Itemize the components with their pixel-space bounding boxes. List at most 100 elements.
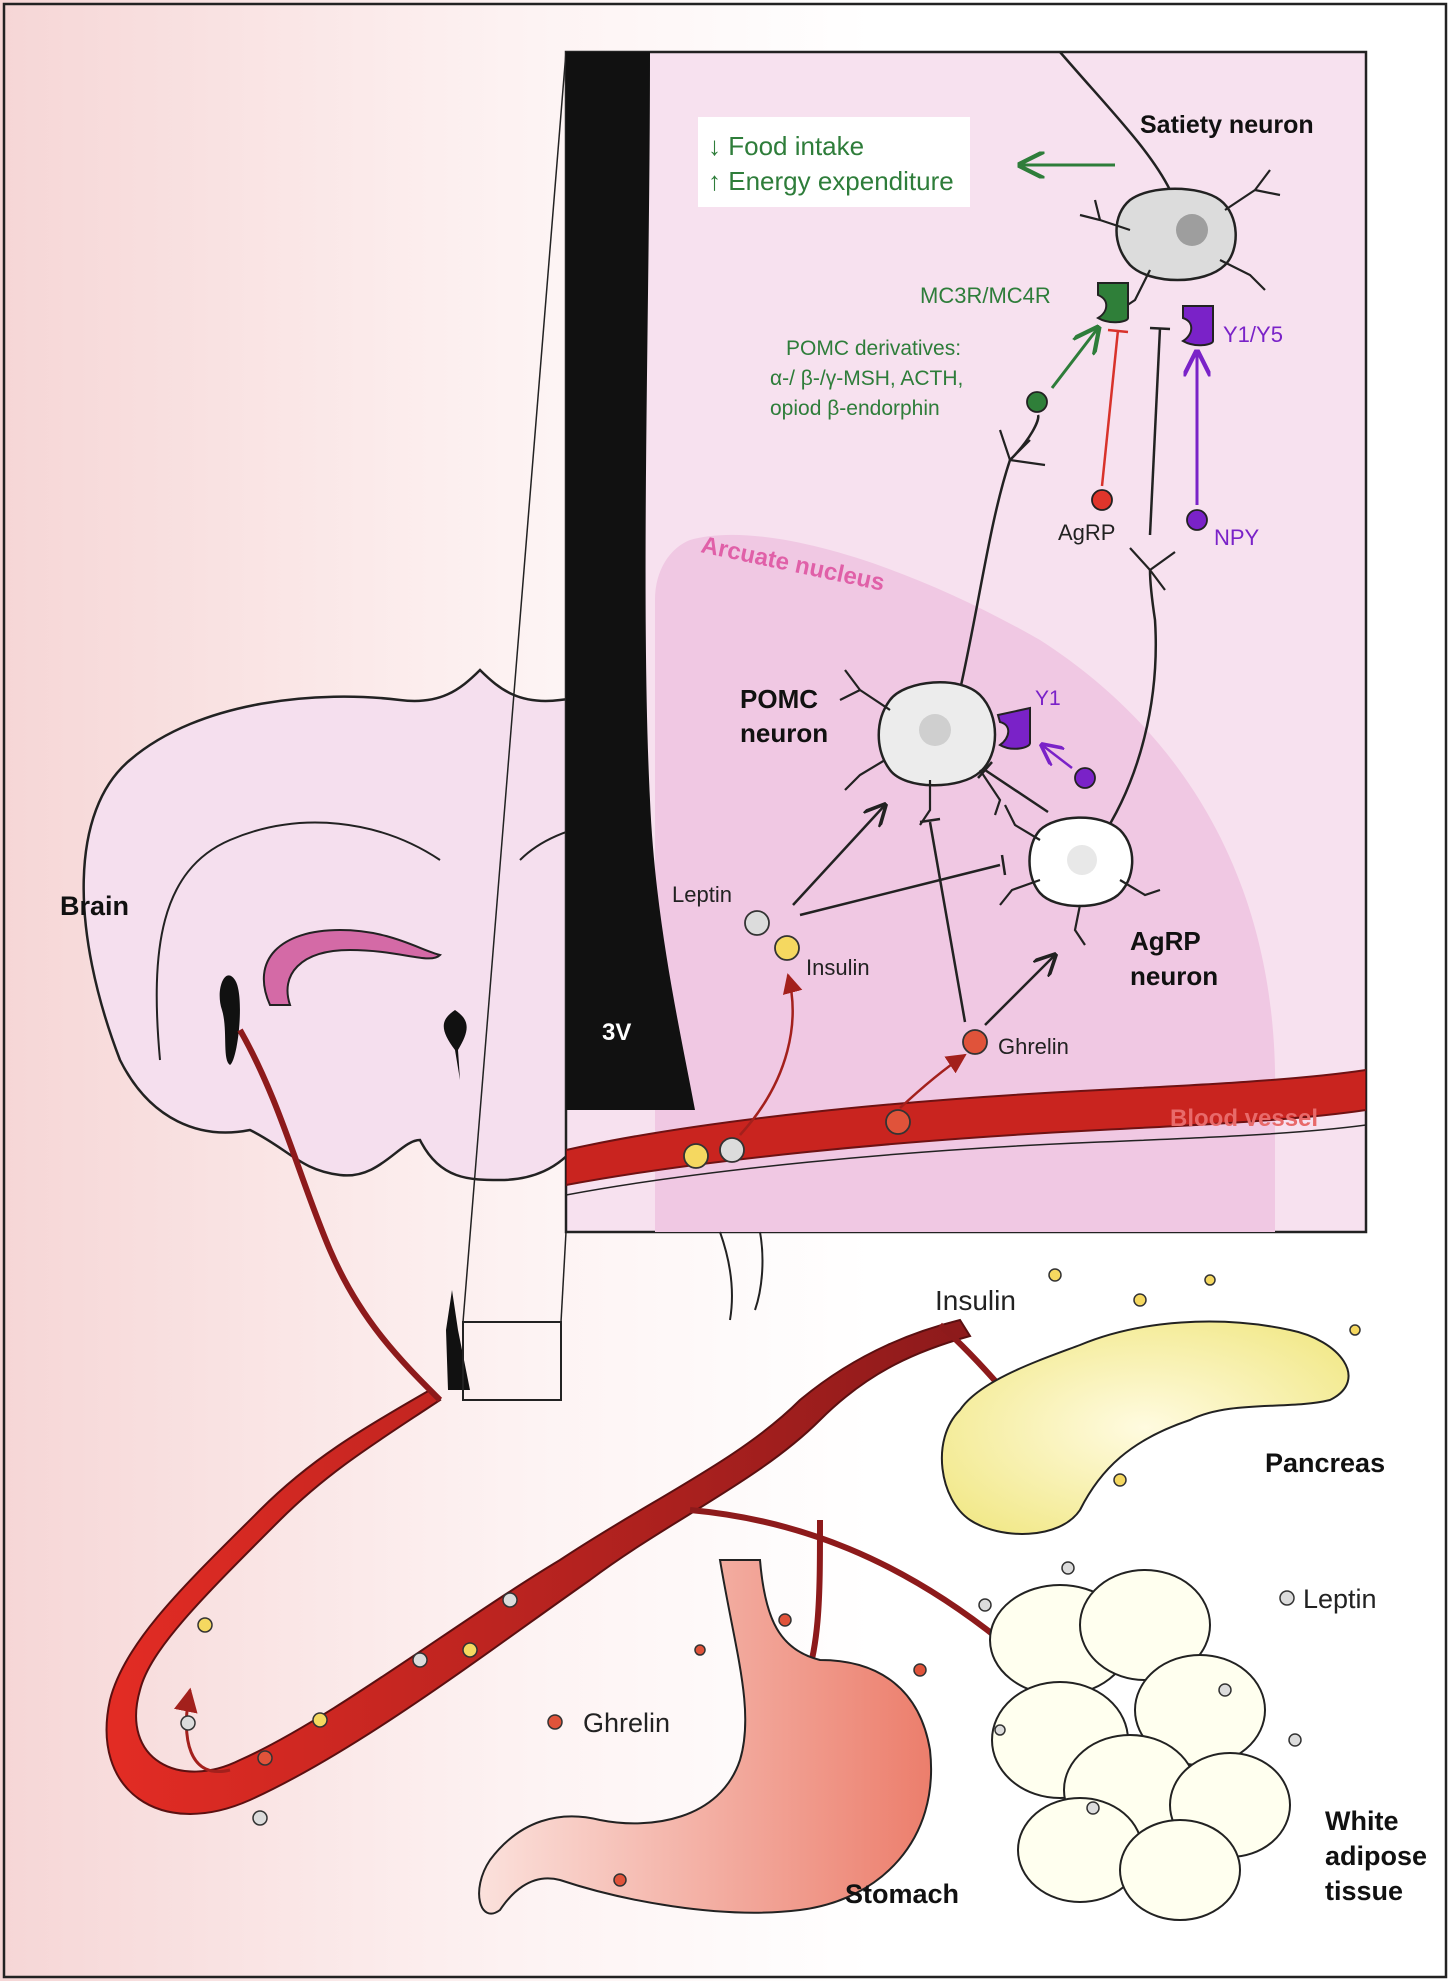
ghrelin-inhibits-pomc-line: [928, 821, 967, 1023]
brain-vessel-branch: [237, 1028, 443, 1403]
pomc-neuron: POMC neuron: [740, 414, 1046, 826]
third-ventricle: [566, 52, 695, 1110]
insulin-dot: [683, 1143, 709, 1169]
satiety-neuron-body: [1115, 187, 1237, 282]
white-adipose-label-2: adipose: [1325, 1841, 1427, 1871]
pomc-neuron-dendrites: [839, 669, 1002, 826]
effect-energy-expenditure: ↑ Energy expenditure: [708, 166, 954, 196]
pomc-neuron-nucleus: [919, 714, 951, 746]
leptin-dot: [719, 1137, 745, 1163]
blood-vessel-wall: [566, 1124, 1366, 1196]
leptin-dot: [412, 1652, 428, 1668]
pomc-neuron-label-1: POMC: [740, 684, 818, 714]
satiety-neuron-nucleus: [1176, 214, 1208, 246]
insulin-dot: [1048, 1268, 1062, 1282]
leptin-inset-label: Leptin: [672, 882, 732, 907]
agrp-axon-terminal: [1129, 547, 1176, 591]
insulin-dot: [1204, 1274, 1216, 1286]
agrp-neuron-axon: [1098, 569, 1157, 841]
satiety-neuron-dendrites: [1079, 169, 1281, 311]
ghrelin-dot: [694, 1644, 706, 1656]
leptin-to-pomc-arrow: [792, 805, 885, 906]
agrp-inhibit-bar: [1107, 328, 1129, 334]
third-ventricle-brain: [443, 1010, 467, 1080]
ghrelin-dot: [913, 1663, 927, 1677]
pancreas-shape: [940, 1320, 1350, 1535]
y1-y5-label: Y1/Y5: [1223, 322, 1283, 347]
flow-arrow: [174, 1687, 231, 1773]
corpus-callosum: [262, 928, 442, 1006]
agrp-ligand-label: AgRP: [1058, 520, 1115, 545]
leptin-dot: [978, 1598, 992, 1612]
zoom-line-left: [462, 51, 567, 1323]
insulin-dot-inset: [774, 935, 800, 961]
agrp-inhibit-line: [1100, 329, 1120, 487]
leptin-dot-inset: [744, 910, 770, 936]
brain-vessel-in-inset: [719, 1231, 764, 1321]
leptin-dot: [252, 1810, 268, 1826]
insulin-inset-label: Insulin: [806, 955, 870, 980]
agrp-neuron-nucleus: [1067, 845, 1097, 875]
blood-vessel-inset: [566, 1068, 1366, 1187]
ghrelin-to-agrp-arrow: [984, 955, 1055, 1026]
pomc-y1-label: Y1: [1035, 687, 1061, 710]
lateral-ventricle-left: [219, 975, 240, 1065]
satiety-neuron-axon: [1059, 51, 1172, 191]
ghrelin-dot: [885, 1109, 911, 1135]
ghrelin-dot: [613, 1873, 627, 1887]
pomc-axon-terminal: [998, 429, 1046, 467]
pomc-neuron-label-2: neuron: [740, 718, 828, 748]
effect-box: [698, 117, 970, 207]
npy-ligand: [1186, 509, 1208, 531]
main-vessel: [105, 1318, 972, 1815]
ghrelin-dot: [547, 1714, 563, 1730]
ghrelin-dot: [257, 1750, 273, 1766]
ghrelin-body-label: Ghrelin: [583, 1708, 670, 1738]
agrp-neuron-dendrites: [999, 804, 1161, 946]
ghrelin-dot: [778, 1613, 792, 1627]
mc3r-mc4r-label: MC3R/MC4R: [920, 283, 1051, 308]
ghrelin-inset-label: Ghrelin: [998, 1034, 1069, 1059]
pancreas-label: Pancreas: [1265, 1448, 1385, 1478]
hypothalamus-inset: 3V Blood vessel Satiety neuron ↓ Food in…: [564, 50, 1368, 1321]
ghrelin-inhibits-pomc-bar: [919, 817, 941, 824]
leptin-dot: [1279, 1590, 1295, 1606]
pancreas: Insulin Pancreas: [935, 1268, 1385, 1535]
agrp-neuron-label-2: neuron: [1130, 961, 1218, 991]
pomc-y1-receptor: [996, 706, 1031, 750]
y1-y5-receptor: [1181, 305, 1214, 347]
pomc-derivatives-label-2: α-/ β-/γ-MSH, ACTH,: [770, 367, 963, 390]
leptin-inhibits-agrp-line: [799, 863, 1001, 917]
leptin-body-label: Leptin: [1303, 1584, 1377, 1614]
leptin-dot: [502, 1592, 518, 1608]
npy-to-y1-arrow: [1042, 745, 1073, 769]
insulin-dot: [197, 1617, 213, 1633]
third-ventricle-label: 3V: [602, 1019, 631, 1046]
agrp-inhibits-pomc-line: [984, 768, 1049, 814]
ghrelin-dot-inset: [962, 1029, 988, 1055]
insulin-dot: [1113, 1473, 1127, 1487]
leptin-dot: [1288, 1733, 1302, 1747]
satiety-neuron: Satiety neuron: [1059, 51, 1314, 311]
satiety-neuron-label: Satiety neuron: [1140, 111, 1314, 139]
white-adipose-label-1: White: [1325, 1806, 1399, 1836]
pomc-to-mc4r-arrow: [1050, 328, 1098, 389]
npy-ligand-local: [1074, 767, 1096, 789]
leptin-dot: [180, 1715, 196, 1731]
arcuate-nucleus-region: [655, 534, 1276, 1232]
agrp-ligand: [1091, 489, 1113, 511]
blood-vessel-label: Blood vessel: [1170, 1105, 1318, 1132]
zoom-line-right: [560, 1231, 567, 1323]
stomach: Ghrelin Stomach: [478, 1559, 959, 1915]
leptin-dot: [1086, 1801, 1100, 1815]
insulin-dot: [1133, 1293, 1147, 1307]
leptin-inhibits-agrp-bar: [1000, 854, 1007, 876]
stomach-shape: [478, 1559, 933, 1915]
agrp-neuron: AgRP neuron: [999, 547, 1218, 991]
pomc-derivatives-label-3: opiod β-endorphin: [770, 397, 940, 420]
adipocyte: [1119, 1819, 1241, 1921]
leptin-dot: [1218, 1683, 1232, 1697]
